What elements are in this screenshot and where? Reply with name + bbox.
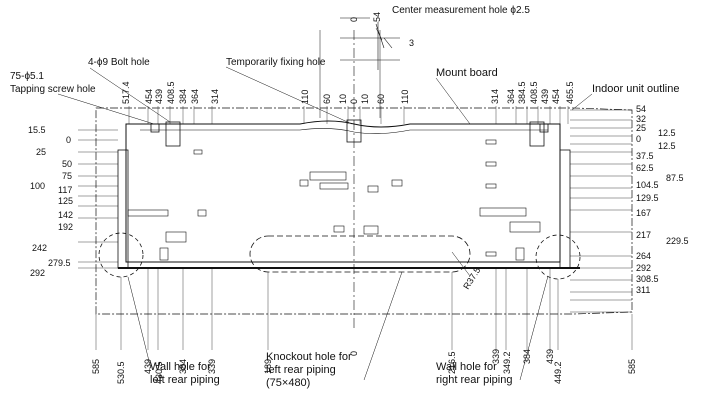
detail-dim-1: 54 [372, 12, 382, 22]
left-dim-3: 50 [62, 159, 72, 169]
top-dim-10: 0 [349, 99, 359, 104]
top-dim-1: 454 [144, 89, 154, 104]
bolt-hole-callout: 4-ϕ9 Bolt hole [88, 57, 150, 68]
right-dim-13: 229.5 [666, 236, 689, 246]
temp-hole-callout: Temporarily fixing hole [226, 57, 326, 68]
screw-hole-callout: Tapping screw hole [10, 84, 96, 95]
right-dim-4: 0 [636, 134, 641, 144]
top-dim-4: 384 [178, 89, 188, 104]
left-dim-0: 15.5 [28, 125, 46, 135]
right-dim-14: 264 [636, 251, 651, 261]
wall-hole-left-label-1: Wall hole for [150, 361, 211, 373]
wall-hole-right [535, 234, 581, 280]
left-dim-9: 192 [58, 222, 73, 232]
right-dim-2: 25 [636, 123, 646, 133]
right-dim-12: 217 [636, 230, 651, 240]
top-dim-19: 454 [551, 89, 561, 104]
left-dim-1: 0 [66, 135, 71, 145]
left-dim-6: 117 [58, 185, 72, 195]
mount-board-callout: Mount board [436, 67, 498, 79]
radius-label: R37.5 [461, 265, 482, 291]
top-dim-14: 314 [490, 89, 500, 104]
right-dim-7: 62.5 [636, 163, 654, 173]
left-dim-7: 125 [58, 196, 73, 206]
indoor-outline-callout: Indoor unit outline [592, 83, 680, 95]
right-dim-5: 12.5 [658, 141, 676, 151]
detail-dim-0: 0 [349, 17, 359, 22]
top-dim-12: 60 [376, 94, 386, 104]
knockout-label-2: left rear piping [266, 364, 336, 376]
bottom-dim-2: 439 [143, 359, 153, 374]
left-dim-4: 75 [62, 171, 72, 181]
right-dim-6: 37.5 [636, 151, 654, 161]
bottom-dim-12: 439 [545, 349, 555, 364]
knockout-hole [249, 235, 471, 273]
top-dim-16: 384.5 [517, 81, 527, 104]
left-dim-5: 100 [30, 181, 45, 191]
right-dim-17: 311 [636, 285, 650, 295]
bottom-dim-5: 339 [207, 359, 217, 374]
right-dim-0: 54 [636, 104, 646, 114]
bottom-dim-0: 585 [91, 359, 101, 374]
bottom-dim-14: 585 [627, 359, 637, 374]
top-dim-15: 364 [506, 89, 516, 104]
bottom-dim-1: 530.5 [116, 361, 126, 384]
wall-hole-right-label-1: Wall hole for [436, 361, 497, 373]
right-dim-16: 308.5 [636, 274, 659, 284]
top-dim-9: 10 [338, 94, 348, 104]
mount-board-top-lip [140, 128, 548, 134]
right-dim-11: 167 [636, 208, 651, 218]
bottom-dim-7: 0 [349, 351, 359, 356]
mount-board [125, 120, 561, 263]
indoor-unit-outline [95, 107, 633, 315]
wall-hole-right-label-2: right rear piping [436, 374, 513, 386]
top-dim-11: 10 [360, 94, 370, 104]
left-dim-11: 279.5 [48, 258, 71, 268]
top-dim-3: 408.5 [166, 81, 176, 104]
top-dim-5: 364 [190, 89, 200, 104]
bottom-dim-13: 449.2 [553, 361, 563, 384]
top-dim-20: 465.5 [565, 81, 575, 104]
bottom-dim-4: 384 [178, 359, 188, 374]
left-bracket [117, 149, 129, 269]
top-dim-13: 110 [400, 90, 410, 104]
top-dim-17: 408.5 [529, 81, 539, 104]
right-dim-1: 32 [636, 114, 646, 124]
knockout-label-3: (75×480) [266, 377, 311, 389]
left-dim-12: 292 [30, 268, 45, 278]
bottom-dim-8: 216.5 [447, 351, 457, 374]
left-dim-10: 242 [32, 243, 47, 253]
top-dim-18: 439 [540, 89, 550, 104]
wall-hole-left-label-2: left rear piping [150, 374, 220, 386]
screw-count-callout: 75-ϕ5.1 [10, 71, 44, 82]
bottom-dim-6: 189 [263, 359, 273, 374]
bottom-dim-11: 384 [522, 349, 532, 364]
top-dim-2: 439 [154, 89, 164, 104]
right-dim-9: 104.5 [636, 180, 659, 190]
left-dim-8: 142 [58, 210, 73, 220]
left-dim-2: 25 [36, 147, 46, 157]
top-dim-6: 314 [210, 89, 220, 104]
bolt-block-right-1 [529, 121, 545, 147]
right-dim-10: 129.5 [636, 193, 659, 203]
center-hole-callout: Center measurement hole ϕ2.5 [392, 5, 530, 16]
wall-hole-left [98, 232, 144, 278]
detail-dim-2: 3 [409, 38, 414, 48]
top-dim-8: 60 [322, 94, 332, 104]
bolt-block-left-1 [165, 121, 181, 147]
top-dim-0: 517.4 [121, 81, 131, 104]
top-dim-7: 110 [300, 90, 310, 104]
right-bracket [559, 149, 571, 269]
right-dim-8: 87.5 [666, 173, 684, 183]
detail-inset [340, 22, 400, 70]
knockout-label-1: Knockout hole for [266, 351, 352, 363]
temporary-fixing-hole [346, 119, 362, 143]
right-dim-15: 292 [636, 263, 651, 273]
bottom-dim-10: 349.2 [502, 351, 512, 374]
right-dim-3: 12.5 [658, 128, 676, 138]
bottom-dim-9: 339 [491, 349, 501, 364]
bottom-dim-3: 430.5 [154, 361, 164, 384]
